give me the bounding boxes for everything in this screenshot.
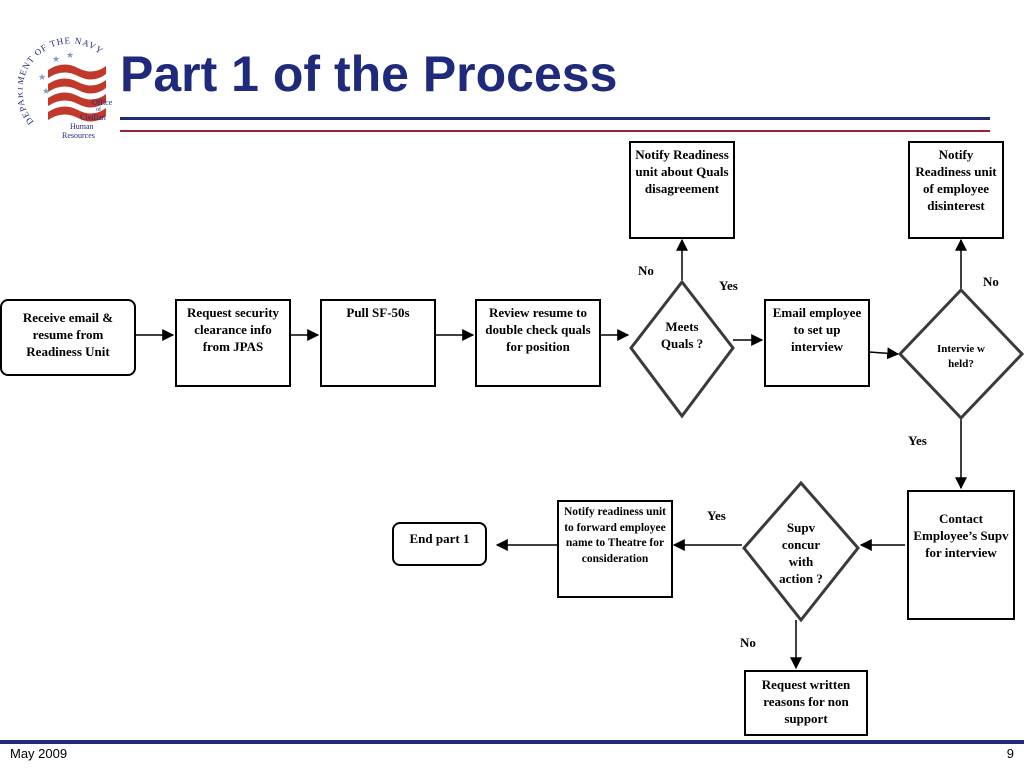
node-notify-forward: Notify readiness unit to forward employe… [557,500,673,598]
svg-text:★: ★ [42,86,50,96]
meets-quals-diamond [629,279,735,419]
label-supv-no: No [740,635,756,650]
page-title: Part 1 of the Process [120,46,618,102]
footer-date: May 2009 [10,746,68,761]
node-end-part-1: End part 1 [392,522,487,566]
supv-concur-diamond [742,480,860,623]
logo-line2: of [96,107,101,113]
arrow-email-to-interview [868,347,900,360]
flag-stripes-icon [48,64,106,122]
page-number: 9 [1006,746,1014,761]
navy-ochr-logo: DEPARTMENT OF THE NAVY ★ ★ ★ ★ [18,35,106,127]
logo-office-text: Office of Civilian Human Resources [62,98,112,140]
node-notify-quals-disagreement: Notify Readiness unit about Quals disagr… [629,141,735,239]
stars-icon: ★ ★ ★ ★ [38,50,74,96]
node-review-resume: Review resume to double check quals for … [475,299,601,387]
decision-meets-quals-text: Meets Quals ? [660,319,704,351]
svg-text:★: ★ [52,54,60,64]
node-request-reasons: Request written reasons for non support [744,670,868,736]
label-supv-yes: Yes [707,508,726,523]
node-request-clearance: Request security clearance info from JPA… [175,299,291,387]
label-interview-no: No [983,274,999,289]
title-rule-blue [120,117,990,120]
interview-held-diamond [897,287,1024,421]
title-rule-red [120,130,990,132]
logo-line4: Human [70,122,94,131]
logo-line3: Civilian [80,113,106,122]
decision-supv-concur-text: Supv concur with action ? [779,520,823,586]
svg-text:★: ★ [38,72,46,82]
node-pull-sf50: Pull SF-50s [320,299,436,387]
decision-interview-held-text: Intervie w held? [937,343,985,370]
logo-line5: Resources [62,131,95,140]
label-interview-yes: Yes [908,433,927,448]
logo-line1: Office [92,98,113,107]
node-contact-supv: Contact Employee’s Supv for interview [907,490,1015,620]
label-quals-no: No [638,263,654,278]
footer-rule [0,740,1024,744]
label-quals-yes: Yes [719,278,738,293]
node-email-employee: Email employee to set up interview [764,299,870,387]
node-receive-email: Receive email & resume from Readiness Un… [0,299,136,376]
node-notify-disinterest: Notify Readiness unit of employee disint… [908,141,1004,239]
svg-text:★: ★ [66,50,74,60]
